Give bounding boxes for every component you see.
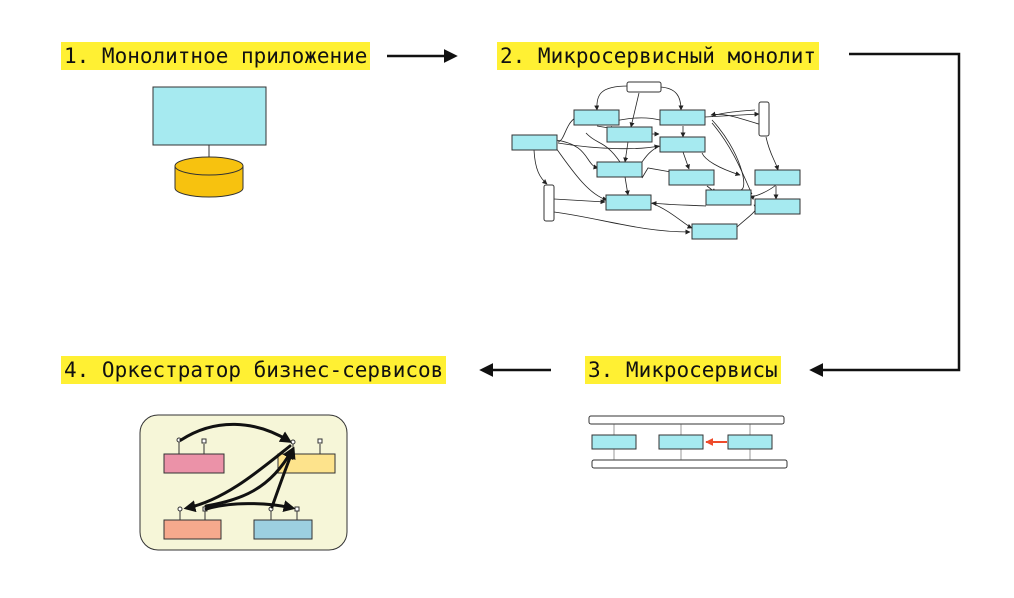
tangled-service-box [573,109,620,126]
tangled-queue-box [758,101,770,137]
tangled-service-box [596,161,643,178]
orchestration-flow-arrow [204,446,294,508]
tangled-service-box [511,134,558,151]
orchestrator-diagram [139,414,348,551]
tangled-service-box [668,169,715,186]
database-icon [174,156,244,198]
tangled-service-box [605,194,652,211]
event-bus-top [588,415,785,425]
stage-3-title: 3. Микросервисы [585,356,781,384]
orchestration-flow-arrow [179,422,293,443]
microservice-box [658,434,704,450]
business-service-box [163,519,222,540]
stage-2-title: 2. Микросервисный монолит [497,42,820,70]
orchestration-flow-arrow [204,500,296,513]
microservice-box [591,434,637,450]
business-service-box [163,453,225,474]
orchestration-flow-arrow [183,444,292,513]
orchestration-flow-arrow [270,446,296,509]
tangled-service-box [659,136,706,153]
monolith-diagram [152,86,267,198]
event-bus-bottom [591,459,788,469]
microservice-box [727,434,773,450]
microservice-monolith-diagram [511,81,801,240]
flow-arrow-2-to-3 [809,52,961,377]
monolith-app-box [152,86,267,146]
stage-4-title: 4. Оркестратор бизнес-сервисов [61,356,447,384]
tangled-service-box [691,223,738,240]
tangled-service-box [754,169,801,186]
business-service-box [253,519,313,540]
tangled-service-box [659,109,706,126]
tangled-service-box [606,126,653,143]
stage-1-title: 1. Монолитное приложение [61,42,371,70]
tangled-queue-box [626,81,662,93]
tangled-service-box [705,189,752,206]
tangled-service-box [754,198,801,215]
tangled-queue-box [543,184,555,222]
microservices-diagram [588,415,788,469]
